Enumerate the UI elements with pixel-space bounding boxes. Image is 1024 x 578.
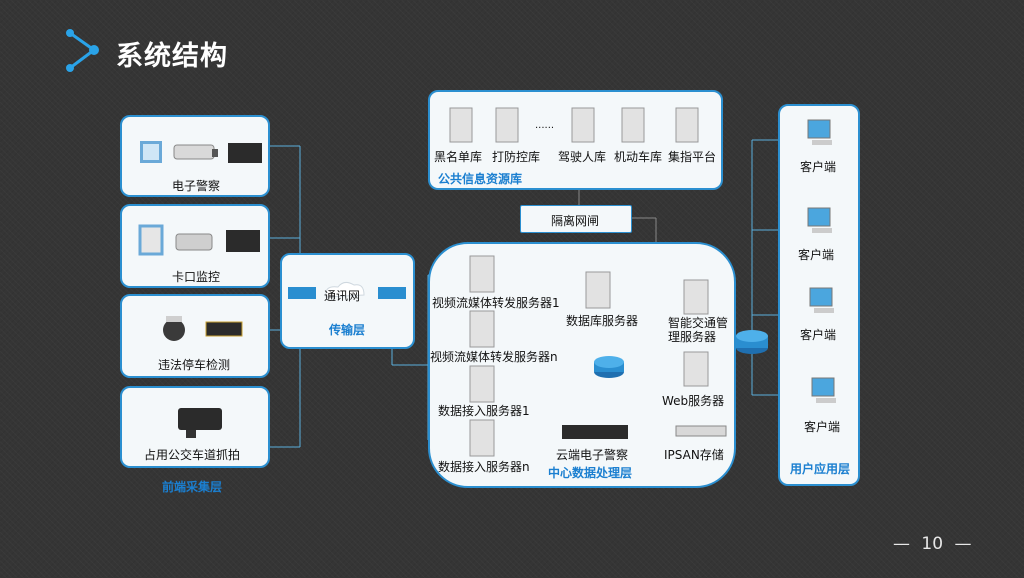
checkpoint-devices-icon xyxy=(138,224,260,256)
page-number-value: 10 xyxy=(921,534,944,554)
page-title: 系统结构 xyxy=(116,41,228,72)
bus-lane-camera-icon xyxy=(178,408,222,438)
video-server-n-label: 视频流媒体转发服务器n xyxy=(430,350,558,364)
transport-layer-label: 传输层 xyxy=(329,323,366,337)
bus-lane-label: 占用公交车道抓拍 xyxy=(144,448,241,462)
network-label: 通讯网 xyxy=(324,289,361,303)
public-db-item: 集指平台 xyxy=(668,150,717,164)
ipsan-label: IPSAN存储 xyxy=(664,448,724,462)
gateway-box: 隔离网闸 xyxy=(520,205,632,233)
transport-switches-icon xyxy=(288,281,406,299)
page-number: — 10 — xyxy=(893,534,971,554)
user-card: 客户端 客户端 客户端 客户端 用户应用层 xyxy=(778,104,860,486)
public-db-layer-label: 公共信息资源库 xyxy=(438,172,523,186)
cloud-police-label: 云端电子警察 xyxy=(556,448,629,462)
e-police-card: 电子警察 xyxy=(120,115,270,197)
center-card: 视频流媒体转发服务器1 视频流媒体转发服务器n 数据接入服务器1 数据接入服务器… xyxy=(428,242,736,488)
public-db-item: 黑名单库 xyxy=(434,150,483,164)
e-police-label: 电子警察 xyxy=(172,179,221,193)
client-label: 客户端 xyxy=(798,248,835,262)
client-label: 客户端 xyxy=(800,160,837,174)
bus-lane-card: 占用公交车道抓拍 xyxy=(120,386,270,468)
public-db-card: ...... 黑名单库 打防控库 驾驶人库 机动车库 集指平台 公共信息资源库 xyxy=(428,90,723,190)
dash-left: — xyxy=(893,534,910,554)
checkpoint-card: 卡口监控 xyxy=(120,204,270,288)
user-layer-label: 用户应用层 xyxy=(790,462,851,476)
user-router-icon xyxy=(736,330,768,354)
dash-right: — xyxy=(954,534,972,554)
video-server-1-label: 视频流媒体转发服务器1 xyxy=(432,296,560,310)
front-layer-label: 前端采集层 xyxy=(162,480,223,494)
public-db-ellipsis: ...... xyxy=(535,120,555,131)
access-server-1-label: 数据接入服务器1 xyxy=(438,404,530,418)
gateway-label: 隔离网闸 xyxy=(551,214,600,228)
client-label: 客户端 xyxy=(804,420,841,434)
parking-label: 违法停车检测 xyxy=(158,358,231,372)
transport-card: 通讯网 传输层 xyxy=(280,253,415,349)
public-db-servers-icon xyxy=(449,107,699,143)
public-db-item: 机动车库 xyxy=(614,150,663,164)
center-layer-label: 中心数据处理层 xyxy=(548,466,633,480)
db-server-label: 数据库服务器 xyxy=(566,314,639,328)
access-server-n-label: 数据接入服务器n xyxy=(438,460,530,474)
public-db-item: 驾驶人库 xyxy=(558,150,607,164)
public-db-item: 打防控库 xyxy=(492,150,541,164)
title-logo-icon xyxy=(66,29,99,72)
e-police-devices-icon xyxy=(140,141,262,163)
web-server-label: Web服务器 xyxy=(662,394,725,408)
parking-devices-icon xyxy=(163,316,243,341)
parking-card: 违法停车检测 xyxy=(120,294,270,378)
checkpoint-label: 卡口监控 xyxy=(172,270,221,284)
its-server-label: 智能交通管理服务器 xyxy=(668,316,729,344)
client-label: 客户端 xyxy=(800,328,837,342)
